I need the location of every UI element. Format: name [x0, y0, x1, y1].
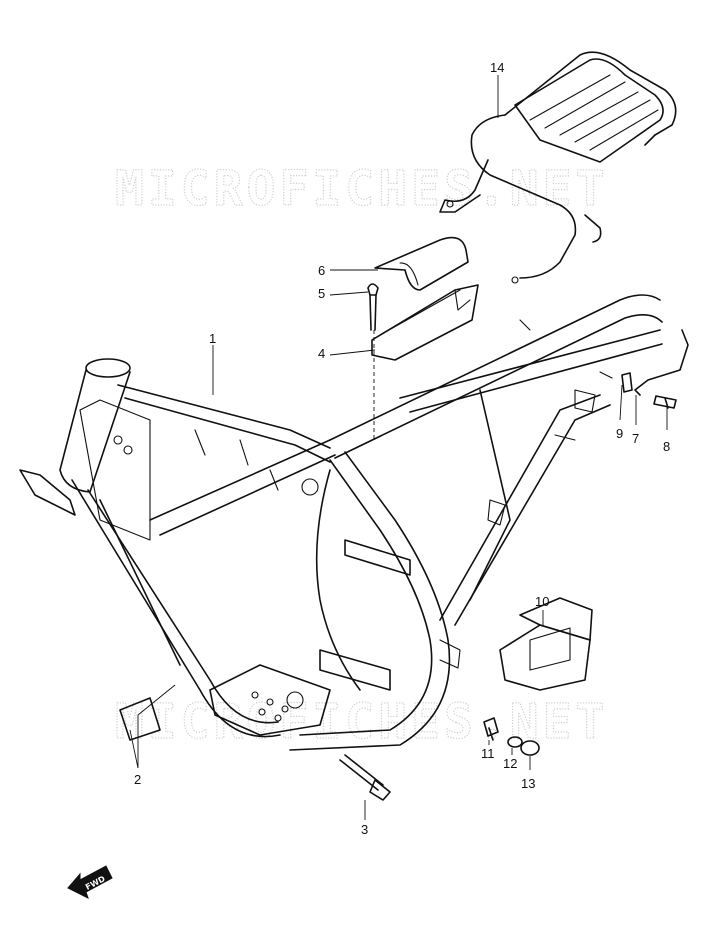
callout-8: 8 — [663, 439, 670, 454]
callout-11: 11 — [481, 746, 495, 761]
callout-12: 12 — [503, 756, 517, 771]
part-5-bolt — [367, 283, 379, 331]
forward-arrow-icon — [67, 865, 113, 899]
part-14-rear-carrier — [439, 51, 677, 284]
part-9-washer — [621, 372, 633, 393]
watermark-bottom: MICROFICHES.NET — [115, 694, 608, 750]
callout-14: 14 — [490, 60, 504, 75]
callout-10: 10 — [535, 594, 549, 609]
leader-4 — [329, 349, 376, 356]
leader-5 — [329, 291, 369, 296]
callout-1: 1 — [209, 331, 216, 346]
leader-2 — [129, 684, 176, 769]
watermark-top: MICROFICHES.NET — [115, 161, 608, 217]
part-12-collar — [507, 736, 523, 748]
callout-9: 9 — [616, 426, 623, 441]
leader-9 — [619, 384, 623, 421]
callout-7: 7 — [632, 431, 639, 446]
callout-5: 5 — [318, 286, 325, 301]
callout-13: 13 — [521, 776, 535, 791]
part-2-plate — [119, 697, 161, 741]
part-10-bracket — [499, 597, 593, 691]
part-11-bolt — [483, 717, 499, 741]
callout-3: 3 — [361, 822, 368, 837]
callout-4: 4 — [318, 346, 325, 361]
callout-6: 6 — [318, 263, 325, 278]
part-1-main-frame — [19, 294, 663, 751]
part-7-rear-bracket — [634, 329, 689, 396]
part-6-cover — [374, 236, 469, 291]
part-3-long-bolt — [339, 754, 391, 801]
callout-2: 2 — [134, 772, 141, 787]
part-8-bolt — [653, 395, 677, 409]
fwd-badge: FWD — [67, 865, 113, 899]
part-13-rubber — [520, 740, 540, 756]
part-4-bracket — [371, 284, 479, 361]
